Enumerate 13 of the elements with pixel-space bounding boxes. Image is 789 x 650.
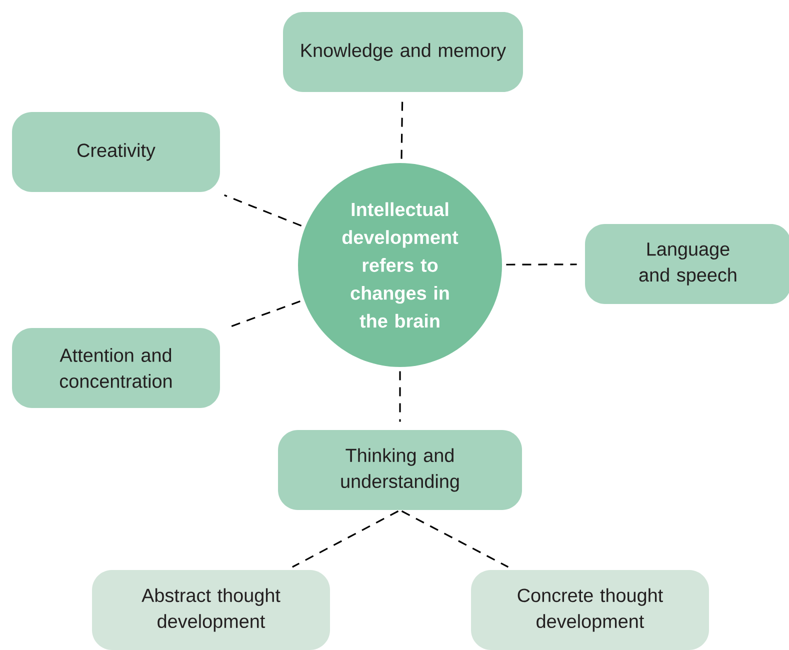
- topic-box: Creativity: [12, 112, 220, 192]
- dashed-connector: [401, 510, 509, 568]
- topic-box: Knowledge and memory: [283, 12, 523, 92]
- dashed-connector: [400, 100, 404, 159]
- dashed-connector: [292, 510, 399, 568]
- topic-box: Language and speech: [585, 224, 789, 304]
- subtopic-box: Abstract thought development: [92, 570, 330, 650]
- dashed-connector: [224, 194, 302, 226]
- dashed-connector: [506, 264, 577, 266]
- dashed-connector: [399, 371, 401, 422]
- topic-box: Thinking and understanding: [278, 430, 522, 510]
- subtopic-box: Concrete thought development: [471, 570, 709, 650]
- topic-box: Attention and concentration: [12, 328, 220, 408]
